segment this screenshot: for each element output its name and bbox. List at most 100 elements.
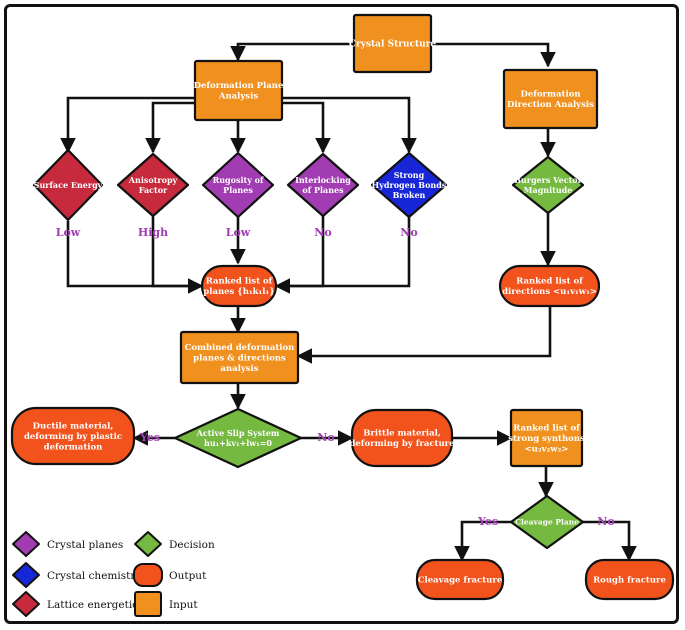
legend-swatch-crystal-chemistry: [12, 562, 40, 588]
node-text-line: Cleavage fracture: [418, 575, 503, 585]
node-text-line: Ductile material,: [33, 421, 114, 431]
node-text-line: Factor: [139, 185, 168, 195]
crystal-structure-box-shape: [352, 13, 433, 74]
cleavage-plane-decision-shape: [509, 494, 585, 550]
ranked-synthons-box-shape: [509, 408, 584, 468]
node-text-line: Ranked list of: [206, 277, 274, 287]
node-text-line: deforming by plastic: [24, 432, 122, 442]
cleavage-fracture-output-shape: [415, 558, 505, 601]
node-text-line: Deformation: [520, 90, 580, 100]
connector: [230, 42, 354, 62]
ranked-directions-output-shape: [498, 264, 601, 308]
node-text-line: directions <u₁v₁w₁>: [502, 287, 597, 297]
node-text-line: Anisotropy: [128, 175, 178, 185]
node-text-line: Strong: [394, 170, 425, 180]
deformation-direction-analysis-box-shape: [502, 68, 599, 130]
edge-label-low-1: Low: [56, 226, 81, 239]
node-text-line: Burgers Vector: [514, 175, 582, 185]
legend-swatch-crystal-planes: [12, 531, 40, 557]
connector: [145, 101, 195, 154]
node-text-line: Active Slip System: [196, 428, 280, 438]
ductile-material-output: Ductile material,deforming by plasticdef…: [10, 406, 136, 466]
node-text-line: Cleavage Plane: [515, 518, 579, 527]
connector-lines: [60, 42, 637, 562]
connector: [66, 221, 204, 294]
node-text-line: Broken: [393, 190, 426, 200]
edge-label-no-2: No: [400, 226, 417, 239]
node-text-line: Brittle material,: [363, 429, 441, 439]
surface-energy-decision: Surface Energy: [32, 148, 104, 222]
legend-label: Output: [169, 570, 207, 582]
legend-swatch-input: [134, 591, 162, 617]
edge-label-no-1: No: [314, 226, 331, 239]
active-slip-system-decision-shape: [173, 407, 303, 469]
legend-swatch-decision: [134, 531, 162, 557]
legend-item: Crystal chemistry: [12, 562, 141, 588]
surface-energy-decision-shape: [32, 148, 104, 222]
node-text-line: Surface Energy: [34, 180, 103, 190]
node-text-line: Planes: [223, 185, 253, 195]
strong-hydrogen-bonds-decision-shape: [370, 151, 448, 219]
edge-label-no-rough: No: [597, 515, 614, 528]
rough-fracture-output-shape: [584, 558, 675, 601]
node-text-line: Magnitude: [524, 185, 573, 195]
node-text-line: Combined deformation: [185, 343, 295, 353]
connector: [282, 101, 331, 154]
legend-label: Input: [169, 599, 198, 611]
node-text-line: hu₁+kv₁+lw₁=0: [204, 438, 272, 448]
deformation-plane-analysis-box-shape: [193, 59, 284, 122]
node-text-line: <u₂v₂w₂>: [525, 444, 569, 454]
node-text-line: Rough fracture: [593, 575, 666, 585]
node-text-line: Ranked list of: [513, 423, 581, 433]
connector: [282, 96, 417, 154]
cleavage-plane-decision: Cleavage Plane: [509, 494, 585, 550]
brittle-material-output-shape: [350, 408, 454, 468]
connector: [151, 215, 202, 288]
connector: [276, 217, 411, 288]
legend-item: Lattice energetics: [12, 591, 143, 617]
legend-label: Crystal chemistry: [47, 570, 141, 582]
node-text-line: Ranked list of: [516, 277, 584, 287]
node-text-line: of Planes: [302, 185, 344, 195]
edge-label-high: High: [138, 226, 168, 239]
burgers-vector-decision-shape: [511, 155, 585, 215]
node-text-line: Analysis: [218, 92, 258, 102]
node-text-line: Crystal Structure: [349, 40, 437, 50]
brittle-material-output: Brittle material,deforming by fracture: [349, 408, 455, 468]
interlocking-of-planes-decision-shape: [286, 152, 360, 218]
node-text-line: Deformation Plane: [194, 81, 284, 91]
legend-label: Lattice energetics: [47, 599, 143, 611]
node-text-line: Interlocking: [295, 175, 351, 185]
node-text-line: planes & directions: [193, 353, 286, 363]
connector: [431, 42, 556, 68]
rough-fracture-output: Rough fracture: [584, 558, 675, 601]
anisotropy-factor-decision-shape: [116, 152, 190, 218]
rugosity-of-planes-decision-shape: [201, 151, 275, 219]
node-text-line: Hydrogen Bonds: [372, 180, 447, 190]
node-text-line: deformation: [44, 442, 103, 452]
combined-analysis-box-shape: [179, 330, 300, 385]
legend-label: Crystal planes: [47, 539, 123, 551]
edge-label-no-brittle: No: [317, 431, 334, 444]
node-text-line: analysis: [220, 364, 258, 374]
ductile-material-output-shape: [10, 406, 136, 466]
legend-item: Output: [133, 563, 207, 587]
legend-swatch-output: [133, 563, 163, 587]
legend-item: Crystal planes: [12, 531, 123, 557]
legend-item: Input: [134, 591, 198, 617]
